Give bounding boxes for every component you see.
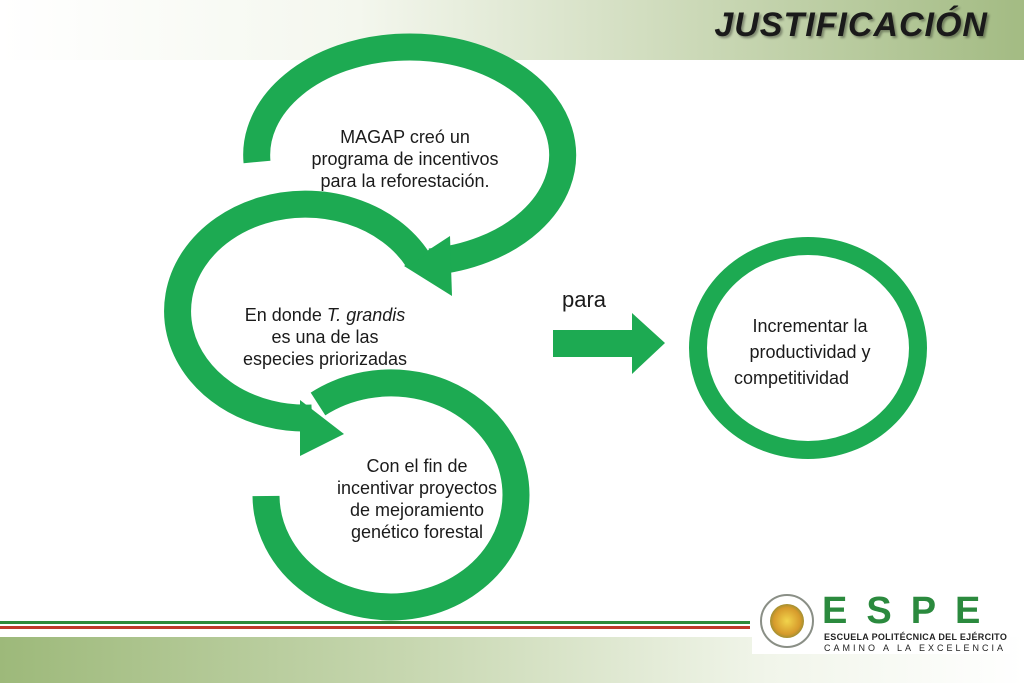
seal-icon bbox=[760, 594, 814, 648]
espe-logo: ESPE ESCUELA POLITÉCNICA DEL EJÉRCITO CA… bbox=[752, 588, 1010, 654]
logo-letters: ESPE bbox=[822, 590, 1000, 632]
cycle-ring-top bbox=[243, 33, 577, 276]
cycle-ring-middle bbox=[164, 190, 430, 432]
cycle-arrowhead-middle bbox=[300, 400, 344, 456]
footer-stripe-red bbox=[0, 626, 750, 629]
ring-bottom-text: Con el fin de incentivar proyectos de me… bbox=[336, 456, 498, 542]
ring-top-text: MAGAP creó un programa de incentivos par… bbox=[311, 127, 499, 191]
cycle-arrowhead-top bbox=[404, 236, 452, 296]
species-name: T. grandis bbox=[326, 305, 406, 325]
goal-ring bbox=[689, 237, 927, 459]
slide-title: JUSTIFICACIÓN bbox=[714, 6, 988, 44]
footer-stripe-green bbox=[0, 621, 750, 624]
goal-text: Incrementar la productividad y competiti… bbox=[734, 316, 871, 388]
connector-label: para bbox=[562, 287, 607, 312]
cycle-ring-bottom bbox=[252, 369, 530, 621]
ring-middle-text: En donde T. grandis es una de las especi… bbox=[242, 305, 408, 369]
header-band bbox=[0, 0, 1024, 60]
connector-arrow bbox=[553, 313, 665, 374]
school-motto: CAMINO A LA EXCELENCIA bbox=[824, 643, 1007, 653]
school-name: ESCUELA POLITÉCNICA DEL EJÉRCITO bbox=[824, 632, 1008, 642]
